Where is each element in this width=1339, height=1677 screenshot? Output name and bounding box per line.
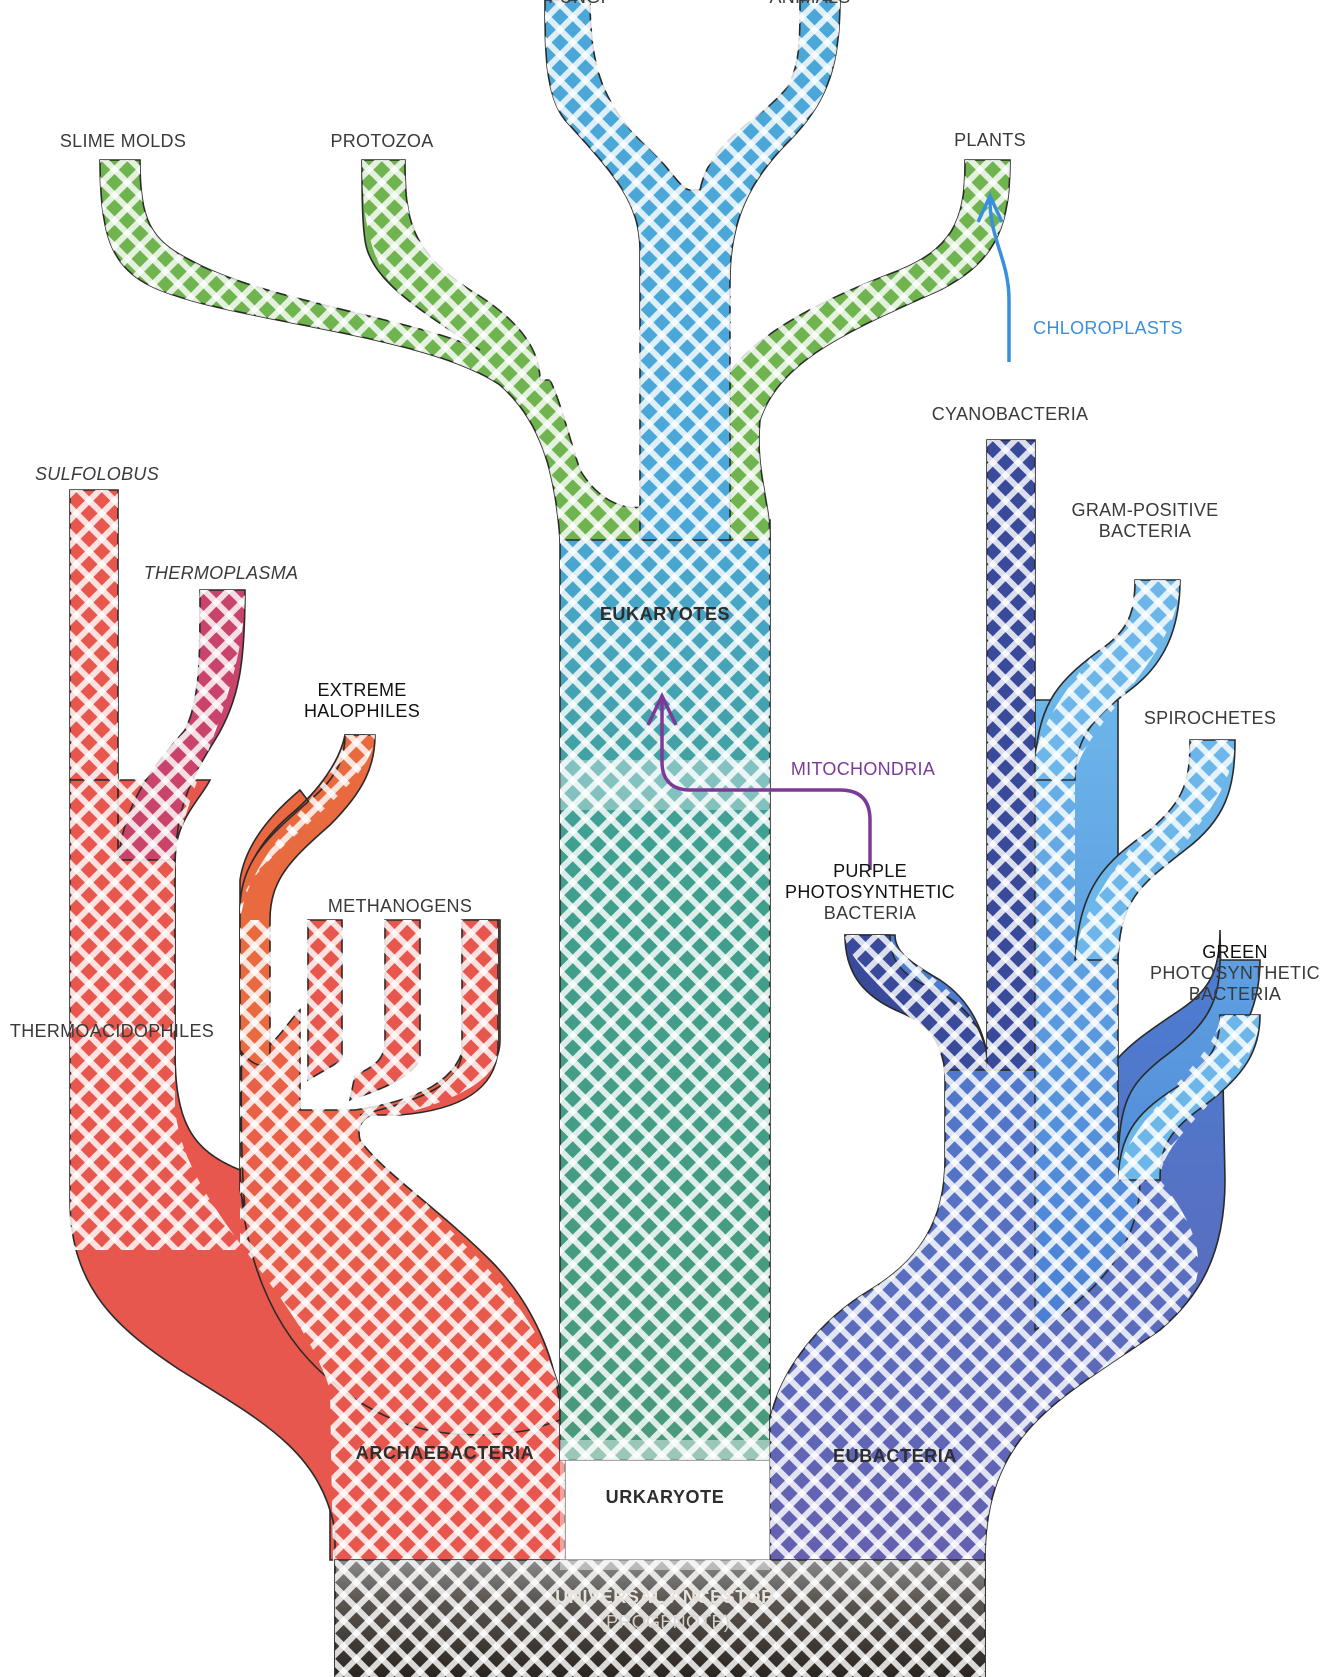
cyanobacteria-label: CYANOBACTERIA <box>920 404 1100 425</box>
green-photosynthetic-label: GREEN PHOTOSYNTHETIC BACTERIA <box>1140 942 1330 1005</box>
purple-line-2: PHOTOSYNTHETIC <box>770 882 970 903</box>
extreme-halophiles-label: EXTREME HALOPHILES <box>287 680 437 722</box>
eukaryotes-label: EUKARYOTES <box>585 604 745 625</box>
thermoplasma-label: THERMOPLASMA <box>136 563 306 584</box>
green-line-1: GREEN <box>1140 942 1330 963</box>
archaebacteria-label: ARCHAEBACTERIA <box>345 1443 545 1464</box>
purple-line-1: PURPLE <box>770 861 970 882</box>
progenote-label: (PROGENOTE) <box>575 1612 755 1633</box>
archaea-mesh <box>70 490 565 1677</box>
purple-line-3: BACTERIA <box>770 903 970 924</box>
thermoacidophiles-label: THERMOACIDOPHILES <box>0 1021 224 1042</box>
archaebacteria-clade <box>70 490 565 1677</box>
chloroplasts-label: CHLOROPLASTS <box>1018 318 1198 339</box>
urkaryote-label: URKARYOTE <box>585 1487 745 1508</box>
purple-photosynthetic-label: PURPLE PHOTOSYNTHETIC BACTERIA <box>770 861 970 924</box>
slime-molds-label: SLIME MOLDS <box>48 131 198 152</box>
animals-label: ANIMALS <box>760 0 860 8</box>
gram-positive-line-1: GRAM-POSITIVE <box>1055 500 1235 521</box>
plants-label: PLANTS <box>940 130 1040 151</box>
eubacteria-clade <box>770 440 1260 1677</box>
eubacteria-label: EUBACTERIA <box>815 1446 975 1467</box>
sulfolobus-label: SULFOLOBUS <box>22 464 172 485</box>
fungi-label: FUNGI <box>537 0 617 8</box>
extreme-halophiles-line-1: EXTREME <box>287 680 437 701</box>
methanogens-label: METHANOGENS <box>310 896 490 917</box>
extreme-halophiles-line-2: HALOPHILES <box>287 701 437 722</box>
gram-positive-label: GRAM-POSITIVE BACTERIA <box>1055 500 1235 542</box>
mitochondria-label: MITOCHONDRIA <box>778 759 948 780</box>
green-line-2: PHOTOSYNTHETIC <box>1140 963 1330 984</box>
gram-positive-line-2: BACTERIA <box>1055 521 1235 542</box>
green-line-3: BACTERIA <box>1140 984 1330 1005</box>
mitochondria-zone <box>560 760 770 810</box>
universal-ancestor-label: UNIVERSAL ANCESTOR <box>535 1587 795 1608</box>
protozoa-label: PROTOZOA <box>322 131 442 152</box>
spirochetes-label: SPIROCHETES <box>1130 708 1290 729</box>
